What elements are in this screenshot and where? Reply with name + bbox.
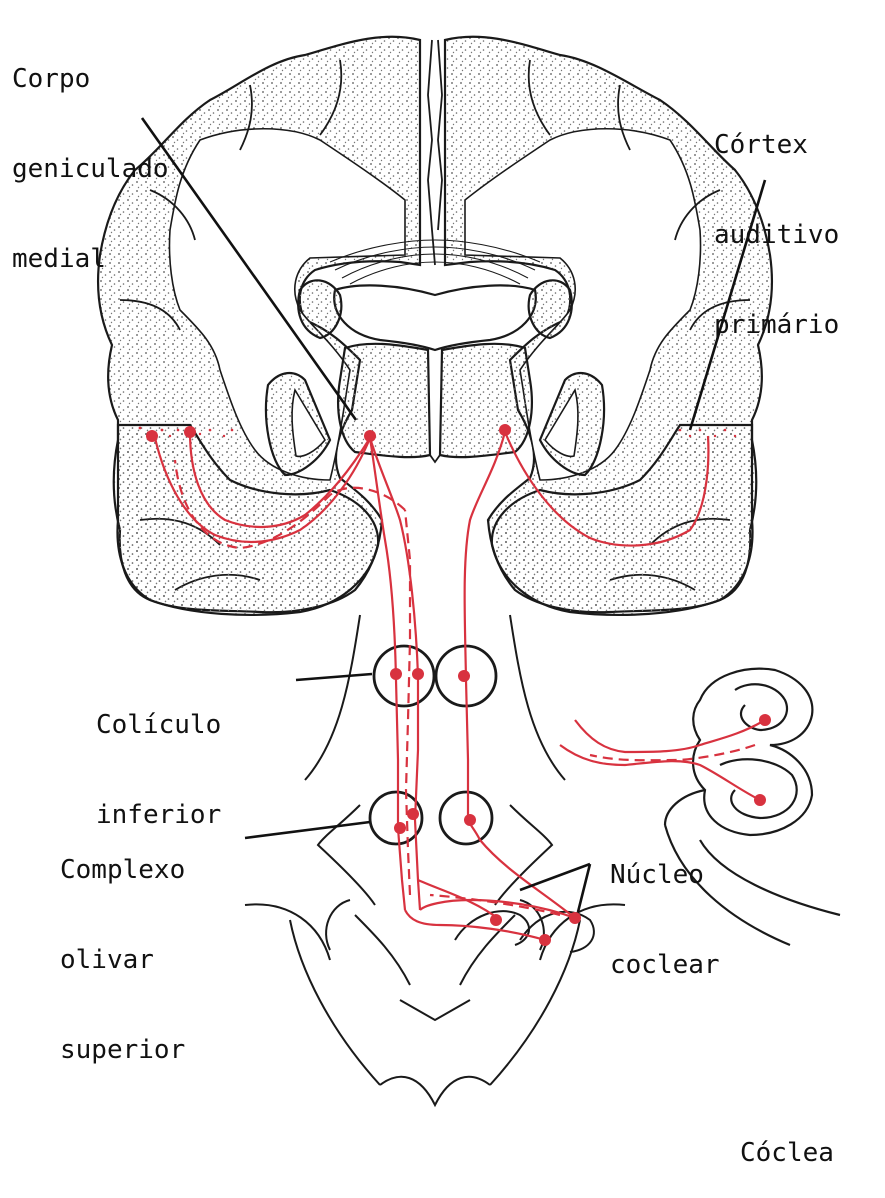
colliculus-node-left-2 (412, 668, 424, 680)
label-line: Córtex (714, 130, 839, 160)
lateral-ventricles (334, 285, 536, 350)
left-thalamus (338, 344, 430, 457)
label-line: medial (12, 244, 169, 274)
longitudinal-fissure (428, 40, 435, 265)
label-line: Complexo (60, 855, 185, 885)
label-corpo-geniculado-medial: Corpo geniculado medial (12, 4, 169, 304)
label-cortex-auditivo-primario: Córtex auditivo primário (714, 70, 839, 370)
leader-nucleo-coclear-2 (578, 864, 590, 912)
label-line: Núcleo (610, 860, 720, 890)
mgn-node-right (499, 424, 511, 436)
label-complexo-olivar-superior: Complexo olivar superior (60, 795, 185, 1095)
olive-node-right (464, 814, 476, 826)
right-thalamus (440, 344, 532, 457)
label-line: geniculado (12, 154, 169, 184)
label-line: Corpo (12, 64, 169, 94)
label-line: coclear (610, 950, 720, 980)
leader-nucleo-coclear-1 (520, 864, 590, 890)
label-line: olivar (60, 945, 185, 975)
cochlear-nucleus-node-2 (569, 912, 581, 924)
label-nucleo-coclear: Núcleo coclear (610, 800, 720, 1010)
brainstem (245, 615, 625, 1105)
brain-section (98, 37, 772, 615)
label-coclea: Cóclea (740, 1078, 834, 1198)
leader-coliculo-inferior (296, 674, 372, 680)
label-line: Colículo (96, 710, 221, 740)
label-line: auditivo (714, 220, 839, 250)
colliculus-node-left-1 (390, 668, 402, 680)
label-line: primário (714, 310, 839, 340)
cochlea-node-1 (759, 714, 771, 726)
label-line: Cóclea (740, 1138, 834, 1168)
colliculus-node-right (458, 670, 470, 682)
olive-node-left-2 (407, 808, 419, 820)
mgn-node-left (364, 430, 376, 442)
cochlear-nucleus-node-3 (539, 934, 551, 946)
leader-complexo-olivar (245, 822, 370, 838)
label-line: superior (60, 1035, 185, 1065)
olive-node-left-1 (394, 822, 406, 834)
cochlear-nucleus-node-1 (490, 914, 502, 926)
cortex-node-left-1 (146, 430, 158, 442)
left-inferior-colliculus-circle (374, 646, 434, 706)
cortex-node-left-2 (184, 426, 196, 438)
cochlea-node-2 (754, 794, 766, 806)
